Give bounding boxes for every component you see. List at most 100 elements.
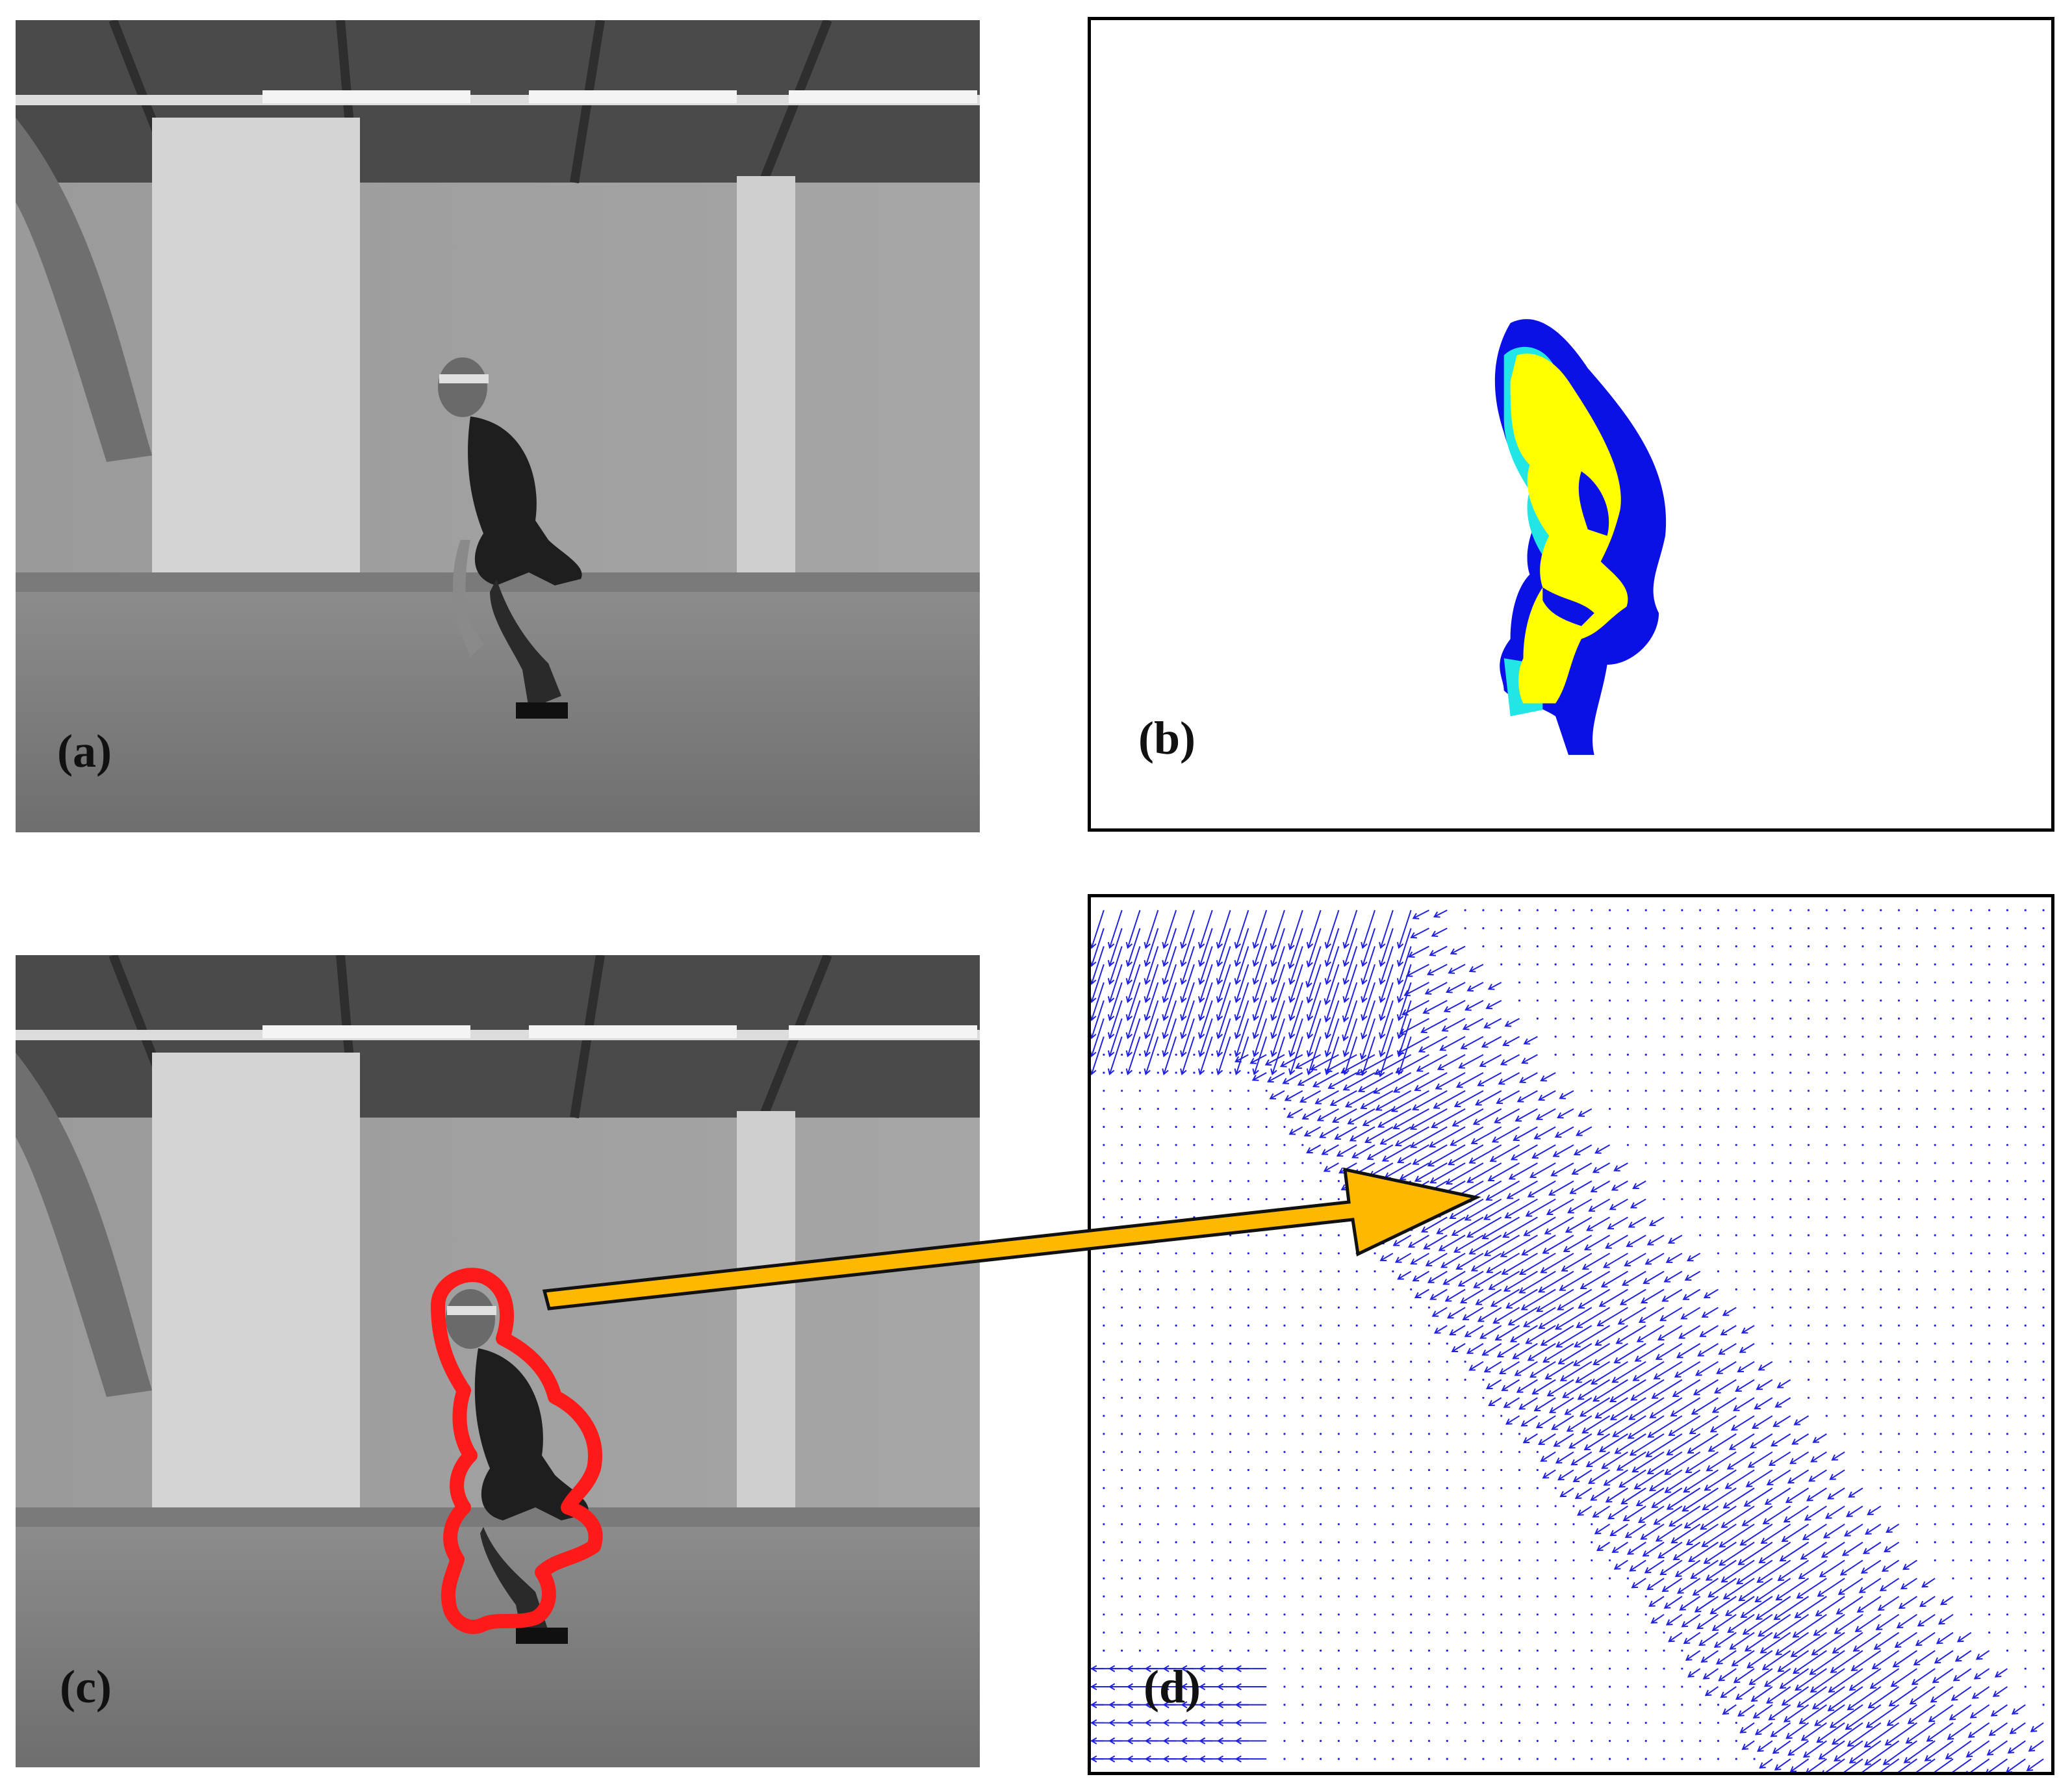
flow-dot (1753, 1758, 1756, 1760)
flow-vector (1785, 1487, 1810, 1504)
flow-vector-head (1306, 997, 1313, 1004)
flow-dot (1301, 1252, 1304, 1255)
flow-dot (1193, 1197, 1196, 1201)
flow-vector (1677, 1343, 1701, 1359)
flow-dot (1482, 1468, 1485, 1472)
flow-dot (1229, 1487, 1232, 1489)
flow-dot (2042, 1090, 2045, 1092)
flow-vector-head (1575, 1377, 1582, 1383)
flow-dot (1193, 1577, 1196, 1580)
flow-dot (1320, 1234, 1322, 1236)
flow-dot (1229, 1162, 1232, 1164)
flow-vector-head (1540, 1267, 1547, 1274)
flow-vector (1719, 1668, 1737, 1682)
flow-vector-head (1988, 1730, 1996, 1736)
flow-vector-head (1667, 1237, 1675, 1244)
flow-vector (1883, 1740, 1917, 1765)
flow-dot (1536, 963, 1539, 966)
flow-dot (1717, 999, 1720, 1002)
flow-vector (1788, 1469, 1810, 1484)
flow-dot (1193, 1144, 1196, 1146)
flow-dot (1301, 1396, 1304, 1399)
flow-vector (1897, 1758, 1917, 1772)
flow-dot (1247, 1180, 1249, 1183)
flow-dot (1211, 1216, 1214, 1218)
flow-dot (1193, 1378, 1196, 1381)
flow-vector-head (1663, 1602, 1671, 1609)
flow-vector-head (1921, 1581, 1928, 1588)
flow-vector (1755, 1722, 1773, 1735)
flow-vector-head (1279, 1060, 1287, 1068)
flow-vector (1612, 1361, 1646, 1383)
flow-dot (1789, 1234, 1792, 1236)
flow-dot (2042, 963, 2045, 966)
flow-dot (1121, 1125, 1123, 1128)
flow-vector-head (1462, 1314, 1469, 1320)
flow-vector (1576, 1361, 1611, 1383)
flow-dot (1536, 1577, 1539, 1580)
flow-vector (1750, 1433, 1773, 1448)
flow-dot (1211, 1234, 1214, 1236)
flow-vector-head (1342, 996, 1349, 1003)
flow-dot (1229, 1378, 1232, 1381)
flow-vector-head (1499, 1368, 1506, 1374)
flow-dot (1265, 1414, 1268, 1417)
flow-vector-head (1938, 1618, 1945, 1625)
flow-vector-head (1485, 1194, 1492, 1201)
flow-vector-head (1716, 1658, 1723, 1665)
flow-dot (1301, 1704, 1304, 1706)
flow-vector-head (1433, 911, 1440, 918)
gym-scene-c (16, 955, 980, 1767)
flow-dot (2006, 945, 2009, 948)
flow-vector-head (1733, 1405, 1740, 1411)
flow-dot (2042, 1649, 2045, 1652)
flow-dot (1825, 1342, 1828, 1345)
flow-vector (1524, 1216, 1556, 1236)
flow-vector-head (1412, 913, 1420, 919)
flow-vector-head (1705, 1574, 1713, 1581)
flow-field (1091, 909, 2045, 1772)
flow-vector-head (1144, 1032, 1151, 1040)
flow-vector-head (1611, 1546, 1619, 1553)
flow-dot (1771, 1216, 1774, 1218)
flow-dot (1536, 1468, 1539, 1472)
flow-vector-head (1781, 1535, 1789, 1542)
flow-dot (1229, 1144, 1232, 1146)
flow-vector (1433, 1090, 1466, 1109)
flow-vector (1163, 1000, 1177, 1038)
flow-dot (1988, 927, 1991, 930)
flow-vector-head (1126, 1683, 1133, 1691)
flow-vector (1683, 1288, 1701, 1300)
flow-vector (1696, 1361, 1719, 1376)
flow-vector (1459, 1054, 1484, 1069)
flow-dot (1337, 1451, 1340, 1453)
flow-vector-head (1468, 966, 1476, 973)
flow-dot (1138, 1053, 1142, 1056)
flow-dot (1880, 1234, 1882, 1236)
flow-dot (1952, 909, 1954, 912)
flow-dot (1970, 927, 1973, 930)
flow-dot (1283, 1505, 1286, 1507)
flow-vector (1644, 1559, 1665, 1574)
flow-vector (1392, 1090, 1429, 1112)
flow-dot (1880, 1162, 1882, 1164)
flow-dot (1897, 1216, 1900, 1218)
flow-vector-head (1324, 978, 1332, 986)
flow-dot (1591, 1613, 1593, 1616)
flow-vector-head (1108, 1719, 1116, 1727)
flow-vector-head (1681, 1620, 1689, 1628)
flow-dot (1626, 1649, 1629, 1652)
flow-dot (1699, 909, 1702, 912)
flow-dot (1843, 1288, 1846, 1291)
flow-vector (1693, 1578, 1719, 1596)
flow-vector (1307, 1000, 1322, 1038)
flow-dot (1789, 1306, 1792, 1309)
flow-vector (1714, 1632, 1737, 1648)
flow-vector (1287, 1108, 1303, 1118)
flow-dot (1138, 1505, 1142, 1507)
flow-vector (1704, 1541, 1737, 1564)
flow-dot (1735, 1197, 1737, 1201)
flow-vector (1667, 1433, 1701, 1455)
flow-dot (2024, 1270, 2027, 1273)
flow-dot (2042, 1107, 2045, 1110)
